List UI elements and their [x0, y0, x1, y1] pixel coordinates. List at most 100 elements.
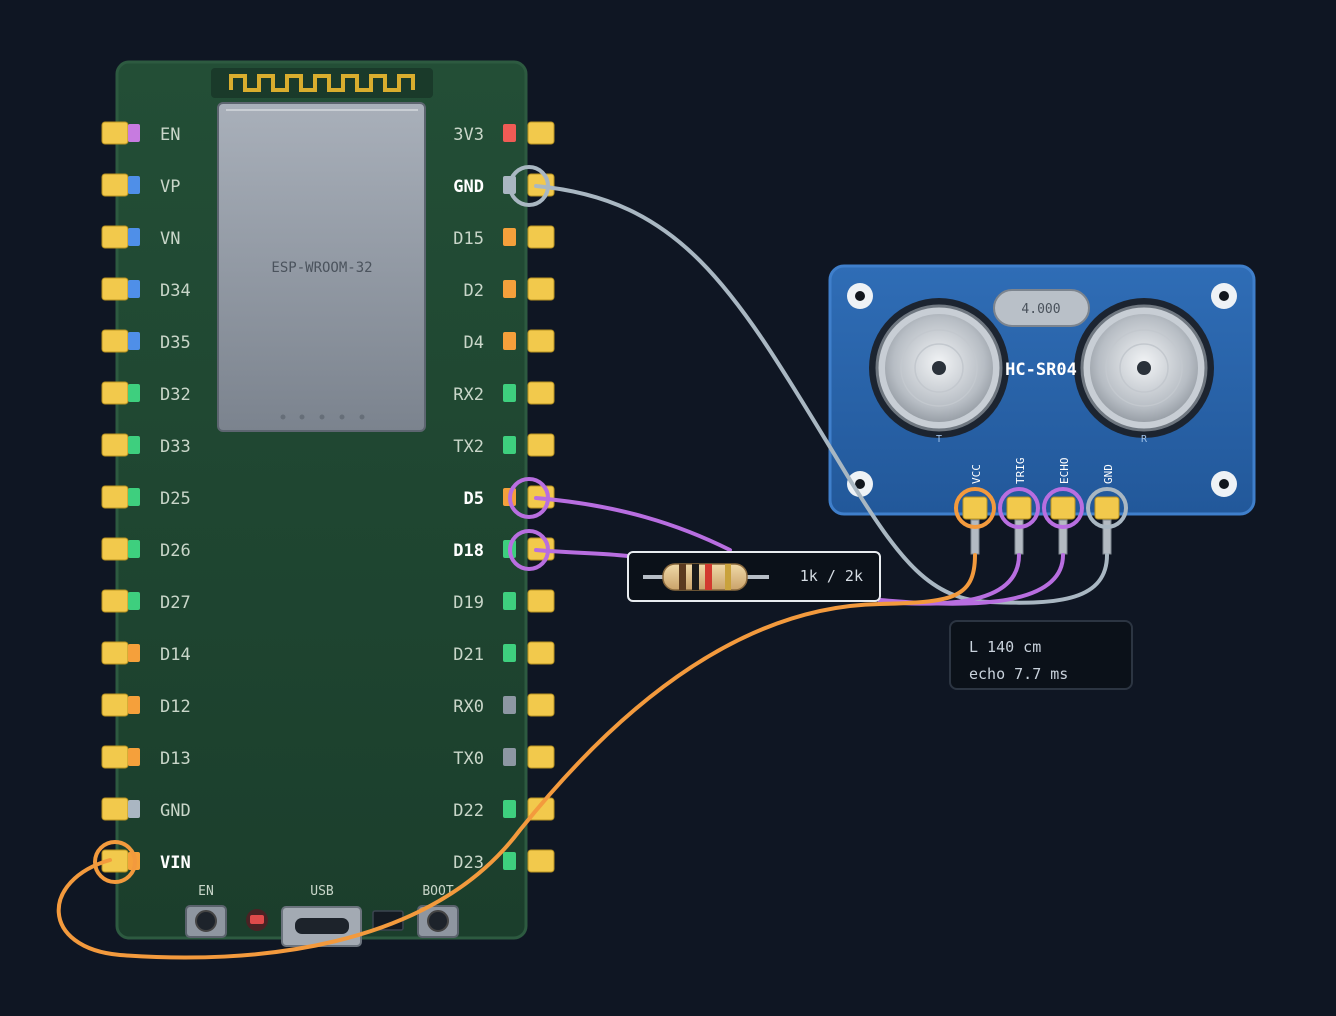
pin-d12[interactable]: D12 — [101, 693, 191, 717]
wire-d5-trig[interactable] — [534, 496, 732, 552]
pin-label: D23 — [453, 853, 484, 873]
pin-d33[interactable]: D33 — [101, 433, 191, 457]
pin-label: D25 — [160, 489, 191, 509]
power-led-light — [250, 915, 264, 924]
pin-label: D27 — [160, 593, 191, 613]
pin-label: VN — [160, 229, 180, 249]
pin-d21[interactable]: D21 — [453, 641, 555, 665]
pin-rx0[interactable]: RX0 — [453, 693, 555, 717]
pin-tx2[interactable]: TX2 — [453, 433, 555, 457]
pin-label: D21 — [453, 645, 484, 665]
antenna-trace — [229, 74, 415, 92]
pin-vp[interactable]: VP — [101, 173, 180, 197]
sensor-name: HC-SR04 — [1005, 360, 1077, 380]
pin-label: D2 — [464, 281, 484, 301]
pin-gnd[interactable]: GND — [101, 797, 191, 821]
pin-label: GND — [453, 177, 484, 197]
echo-ring — [1042, 487, 1084, 529]
pin-label: D26 — [160, 541, 191, 561]
resistor-symbol — [643, 563, 769, 591]
pin-tx0[interactable]: TX0 — [453, 745, 555, 769]
pin-label: D12 — [160, 697, 191, 717]
d5-ring — [508, 477, 550, 519]
trig-ring — [998, 487, 1040, 529]
pin-d34[interactable]: D34 — [101, 277, 191, 301]
sensor-pin-label: TRIG — [1014, 458, 1027, 485]
pin-d26[interactable]: D26 — [101, 537, 191, 561]
sensor-gnd-ring — [1086, 487, 1128, 529]
pin-label: TX0 — [453, 749, 484, 769]
vin-ring — [93, 840, 137, 884]
pin-en[interactable]: EN — [101, 121, 180, 145]
pin-label: D13 — [160, 749, 191, 769]
pin-vin[interactable]: VIN — [101, 849, 191, 873]
pin-label: D14 — [160, 645, 191, 665]
pin-label: VP — [160, 177, 180, 197]
pin-label: D34 — [160, 281, 191, 301]
d18-ring — [508, 529, 550, 571]
echo-time: echo 7.7 ms — [969, 665, 1069, 683]
sensor-pin-trig[interactable]: TRIG — [1006, 458, 1032, 555]
sensor-pin-header: VCC TRIG ECHO GND — [962, 458, 1120, 555]
usb-port[interactable] — [281, 906, 362, 947]
pin-d27[interactable]: D27 — [101, 589, 191, 613]
receiver-mark: R — [1141, 434, 1148, 445]
pin-3v3[interactable]: 3V3 — [453, 121, 555, 145]
wire-vcc-vin[interactable] — [56, 553, 977, 960]
sensor-pin-label: VCC — [970, 464, 983, 484]
transmitter-mark: T — [936, 434, 942, 445]
pin-label: TX2 — [453, 437, 484, 457]
pin-label: RX2 — [453, 385, 484, 405]
pin-d32[interactable]: D32 — [101, 381, 191, 405]
boot-button[interactable] — [417, 905, 459, 938]
pin-d13[interactable]: D13 — [101, 745, 191, 769]
pin-d25[interactable]: D25 — [101, 485, 191, 509]
pin-d2[interactable]: D2 — [464, 277, 555, 301]
usb-label: USB — [310, 884, 334, 899]
module-dots — [280, 414, 365, 420]
pin-d22[interactable]: D22 — [453, 797, 555, 821]
en-button[interactable] — [185, 905, 227, 938]
sensor-pin-vcc[interactable]: VCC — [962, 464, 988, 555]
receiver-transducer — [1074, 298, 1214, 438]
pin-d23[interactable]: D23 — [453, 849, 555, 873]
pin-vn[interactable]: VN — [101, 225, 180, 249]
pin-rx2[interactable]: RX2 — [453, 381, 555, 405]
pin-d15[interactable]: D15 — [453, 225, 555, 249]
pin-d4[interactable]: D4 — [464, 329, 555, 353]
pin-label: D35 — [160, 333, 191, 353]
pin-label: D18 — [453, 541, 484, 561]
pin-d14[interactable]: D14 — [101, 641, 191, 665]
pin-label: 3V3 — [453, 125, 484, 145]
vcc-ring — [954, 487, 996, 529]
sensor-pin-label: ECHO — [1058, 458, 1071, 485]
pin-label: D33 — [160, 437, 191, 457]
resistor-label: 1k / 2k — [799, 567, 863, 585]
sensor-pin-label: GND — [1102, 464, 1115, 484]
distance-value: L 140 cm — [969, 638, 1042, 656]
hc-sr04-sensor: T R 4.000 HC-SR04 VCC TRIG ECHO GND — [828, 264, 1256, 555]
esp-module — [217, 102, 426, 432]
mounting-holes — [847, 283, 1237, 497]
module-label: ESP-WROOM-32 — [271, 260, 372, 276]
pin-label: D5 — [464, 489, 484, 509]
sensor-pin-echo[interactable]: ECHO — [1050, 458, 1076, 555]
esp32-board: ESP-WROOM-32 EN VP VN D34D35D32D33D25D26D27… — [101, 60, 555, 947]
pin-label: D4 — [464, 333, 484, 353]
pin-d19[interactable]: D19 — [453, 589, 555, 613]
gnd-ring — [508, 165, 550, 207]
wire-gnd[interactable] — [534, 184, 1109, 605]
connection-rings — [93, 165, 1128, 884]
pin-d35[interactable]: D35 — [101, 329, 191, 353]
sensor-pin-gnd[interactable]: GND — [1094, 464, 1120, 555]
pin-label: D32 — [160, 385, 191, 405]
crystal-label: 4.000 — [1021, 302, 1060, 317]
resistor-divider[interactable]: 1k / 2k — [627, 551, 881, 602]
pin-label: D15 — [453, 229, 484, 249]
en-button-label: EN — [198, 884, 214, 899]
wires — [56, 184, 1109, 960]
pin-label: EN — [160, 125, 180, 145]
pin-label: GND — [160, 801, 191, 821]
